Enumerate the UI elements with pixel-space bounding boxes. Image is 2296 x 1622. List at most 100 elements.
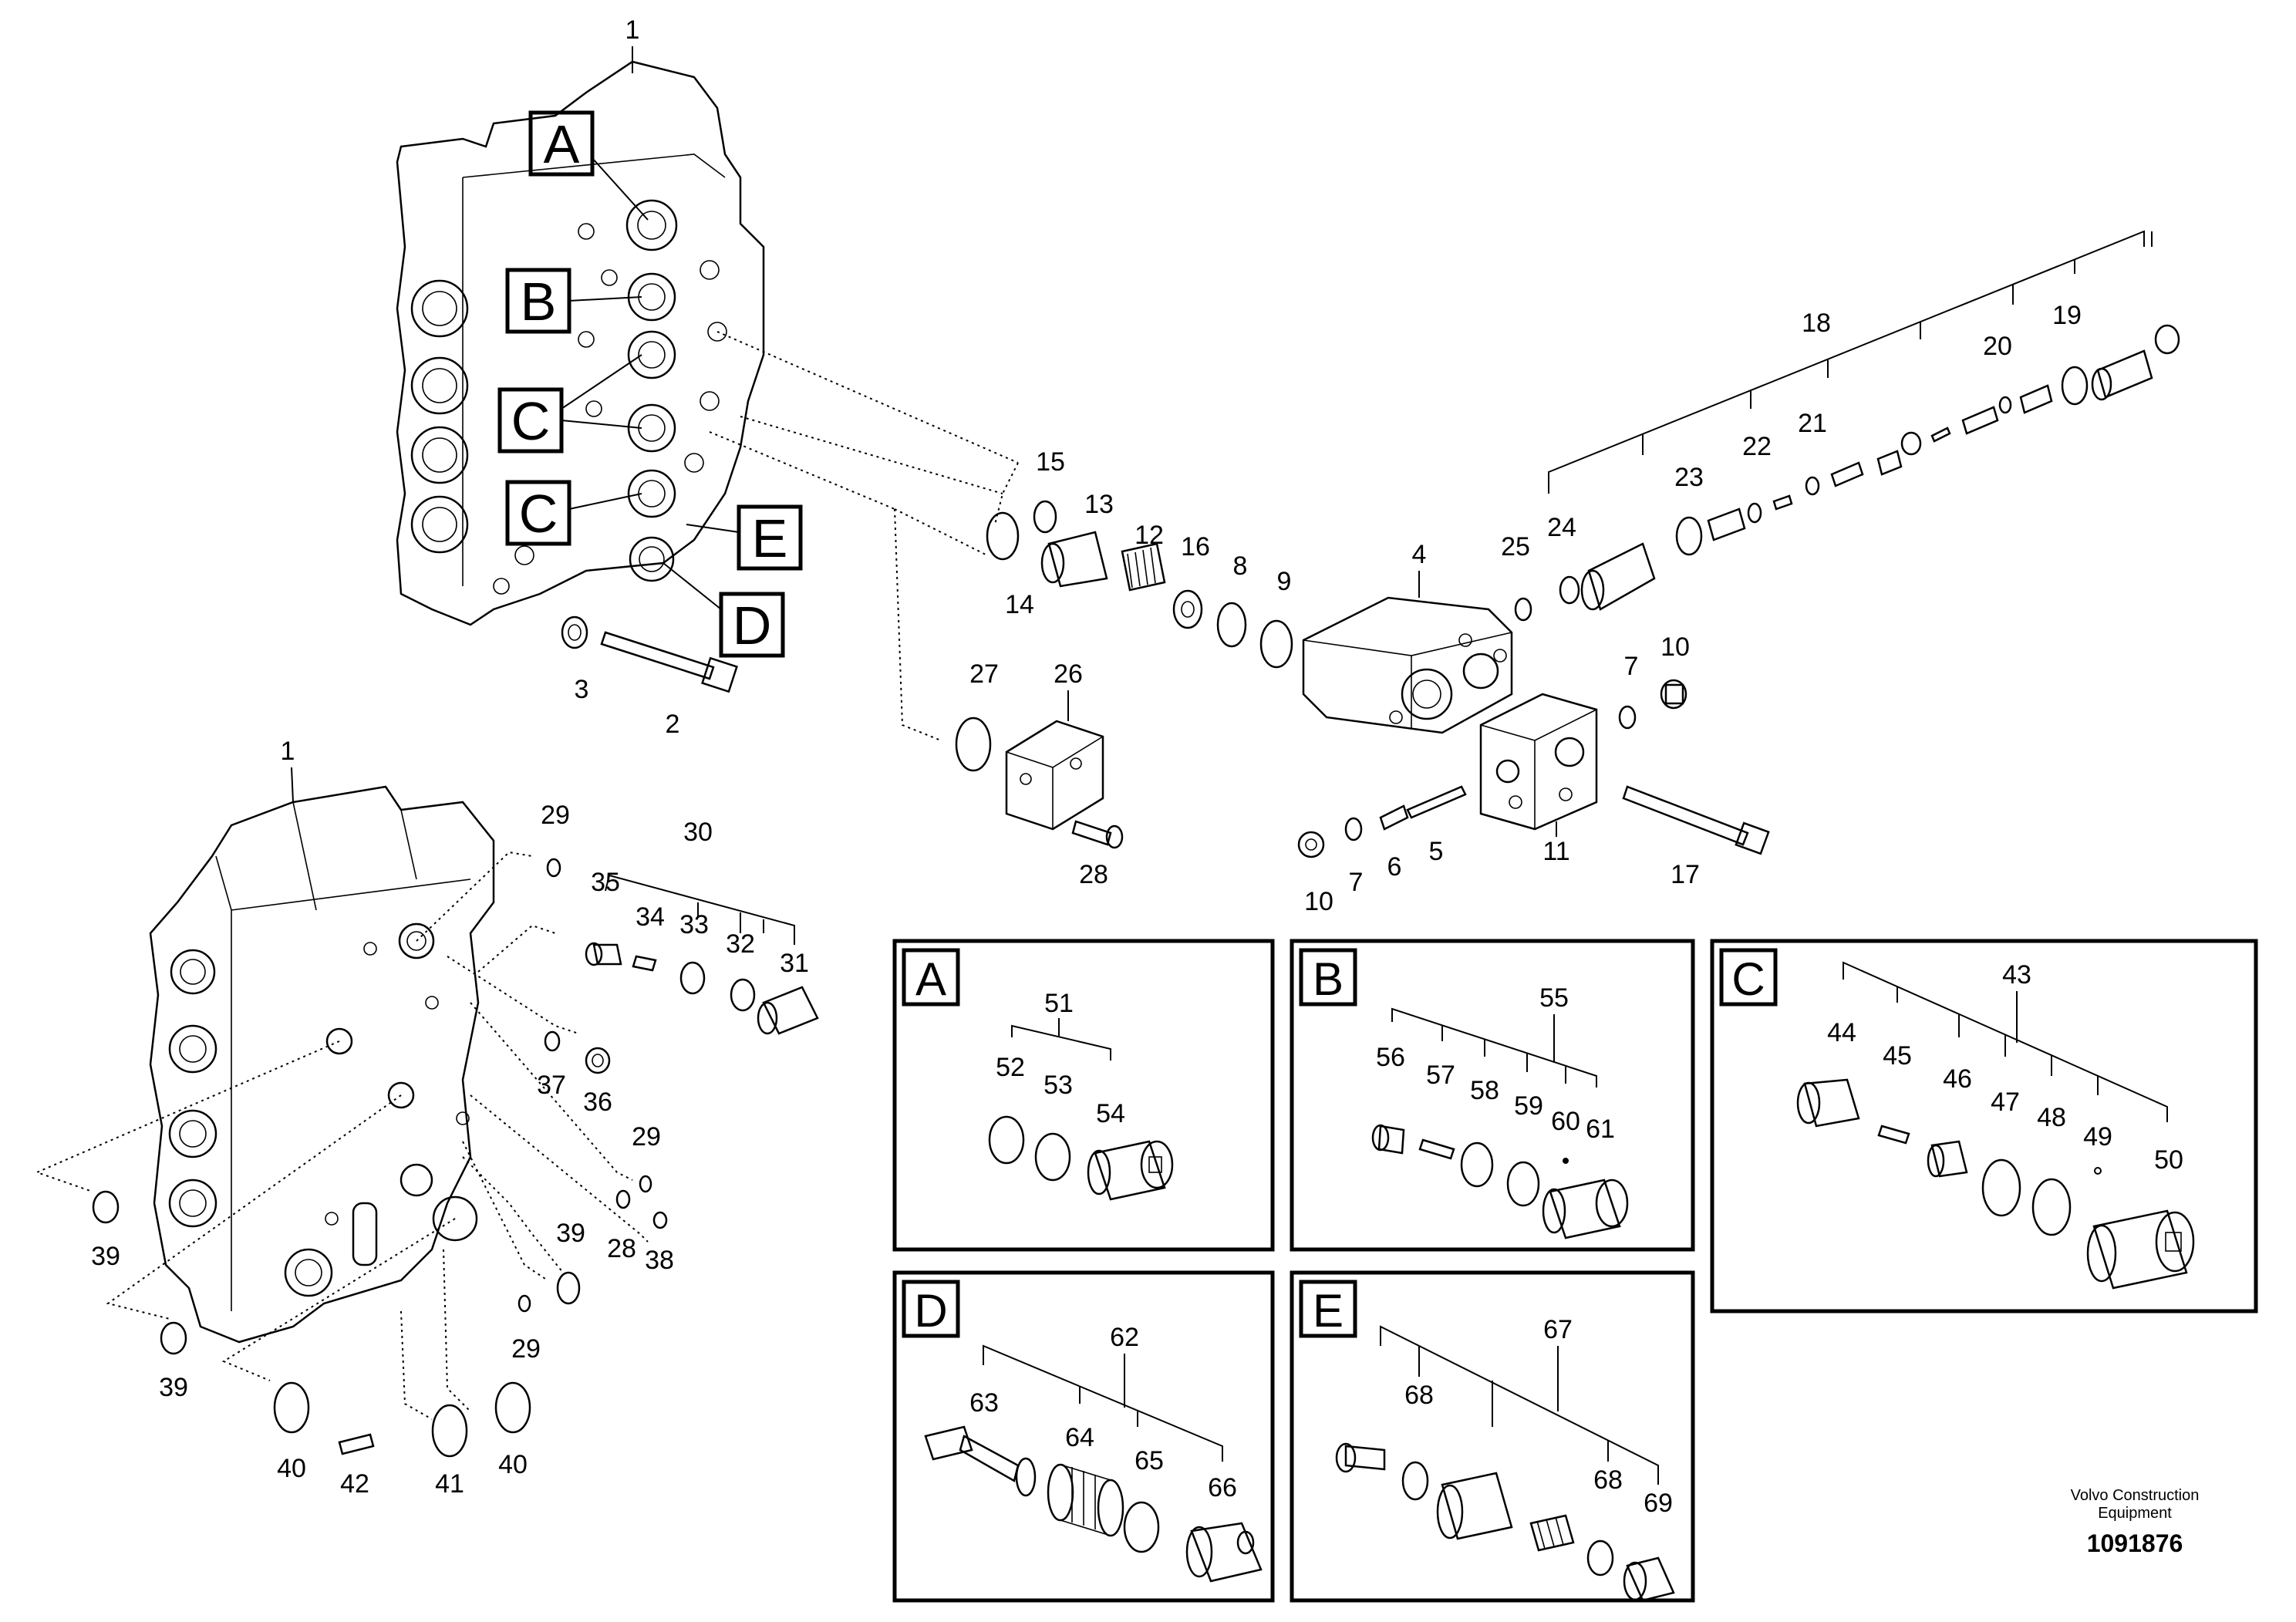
pin-42	[338, 1433, 375, 1455]
callout-18: 18	[1802, 309, 1831, 338]
port-label-C1: C	[497, 354, 642, 454]
callout-63: 63	[969, 1388, 999, 1418]
washer-21	[1900, 431, 1922, 456]
o-ring-29-c	[518, 1294, 531, 1313]
callout-17: 17	[1671, 860, 1700, 889]
svg-text:E: E	[1313, 1285, 1344, 1337]
plug-36	[585, 1047, 611, 1074]
callout-20: 20	[1983, 332, 2012, 361]
ball-60	[1563, 1158, 1569, 1164]
callout-43: 43	[2002, 960, 2031, 990]
callout-53: 53	[1043, 1071, 1073, 1100]
o-ring-24	[1559, 575, 1580, 605]
seat-21	[1876, 450, 1903, 476]
callout-16: 16	[1181, 532, 1210, 561]
cartridge-upper	[1580, 542, 1656, 611]
callout-36: 36	[583, 1088, 612, 1117]
o-ring-29-b	[639, 1175, 652, 1193]
o-ring-25	[1514, 597, 1532, 622]
o-ring-21a	[1747, 502, 1762, 524]
o-ring-40-a	[273, 1381, 310, 1434]
callout-61: 61	[1586, 1114, 1615, 1144]
inset-B: B 55 56 57 58 59 60 61	[1290, 939, 1695, 1252]
callout-54: 54	[1096, 1099, 1125, 1128]
callout-21: 21	[1798, 409, 1827, 438]
callout-50: 50	[2154, 1145, 2183, 1175]
o-ring-20	[1998, 396, 2012, 414]
callout-41: 41	[435, 1469, 464, 1499]
spring-20	[1961, 406, 1999, 435]
piston-13	[1040, 531, 1108, 588]
plug-38	[652, 1211, 668, 1229]
o-ring-7-lower	[1344, 817, 1363, 841]
spool-63	[924, 1425, 1037, 1497]
callout-58: 58	[1470, 1076, 1499, 1105]
callout-30: 30	[683, 818, 713, 847]
svg-text:C: C	[511, 391, 551, 451]
callout-28-upper: 28	[1079, 860, 1108, 889]
svg-text:A: A	[544, 114, 580, 174]
spring-64	[1047, 1463, 1124, 1537]
callout-48: 48	[2037, 1103, 2066, 1132]
washer-3	[561, 615, 588, 649]
poppet-46	[1927, 1140, 1968, 1178]
callout-60: 60	[1551, 1107, 1580, 1136]
o-ring-8	[1216, 602, 1247, 648]
callout-numbers: 1 3 2 15 13 12 16 8 9 14 4 27 26 28 10 7…	[91, 15, 2082, 1499]
callout-59: 59	[1514, 1091, 1543, 1121]
o-ring-27	[955, 717, 992, 772]
inset-A: A 51 52 53 54	[892, 939, 1275, 1252]
callout-26: 26	[1054, 659, 1083, 689]
callout-32: 32	[726, 929, 755, 959]
callout-38: 38	[645, 1246, 674, 1275]
svg-text:C: C	[1731, 953, 1765, 1005]
o-ring-58	[1460, 1141, 1494, 1188]
callout-39-b: 39	[159, 1373, 188, 1402]
callout-34: 34	[636, 902, 665, 932]
callout-67: 67	[1543, 1315, 1573, 1344]
washer-16	[1172, 589, 1203, 629]
o-ring-14	[986, 511, 1020, 561]
o-ring-68-a	[1401, 1461, 1429, 1501]
svg-text:B: B	[521, 271, 557, 332]
callout-51: 51	[1044, 989, 1074, 1018]
credit-block: Volvo Construction Equipment 1091876	[2071, 1487, 2200, 1557]
credit-line-1: Volvo Construction	[2071, 1487, 2200, 1504]
svg-text:B: B	[1313, 953, 1344, 1005]
svg-text:D: D	[733, 595, 772, 656]
port-label-B: B	[505, 268, 642, 334]
poppet-E	[1335, 1442, 1386, 1473]
spring-57	[1418, 1138, 1455, 1160]
cartridge-19	[2091, 349, 2153, 401]
callout-2: 2	[666, 710, 680, 739]
poppet-56	[1371, 1124, 1405, 1155]
callout-19: 19	[2052, 301, 2082, 330]
o-ring-32	[730, 978, 756, 1012]
callout-24: 24	[1547, 513, 1576, 542]
callout-10-lower: 10	[1304, 887, 1333, 916]
o-ring-40-b	[494, 1381, 531, 1434]
callout-55: 55	[1539, 983, 1569, 1013]
svg-text:E: E	[752, 508, 788, 568]
callout-29-b: 29	[632, 1122, 661, 1152]
spring-6	[1379, 804, 1409, 831]
bolt-2	[600, 631, 738, 693]
callout-45: 45	[1883, 1041, 1912, 1071]
callout-52: 52	[996, 1053, 1025, 1082]
callout-5: 5	[1429, 837, 1444, 866]
plug-10-lower	[1297, 831, 1325, 858]
o-ring-29-a	[546, 858, 561, 878]
o-ring-39-b	[160, 1321, 187, 1355]
o-ring-41	[431, 1404, 468, 1458]
callout-23: 23	[1674, 463, 1704, 492]
bracket-30	[605, 874, 795, 945]
poppet-35	[585, 942, 622, 966]
callout-1-upper: 1	[625, 15, 640, 45]
housing-4	[1302, 596, 1513, 734]
callout-28-lower: 28	[607, 1234, 636, 1263]
callout-12: 12	[1135, 521, 1164, 550]
callout-68-a: 68	[1404, 1381, 1434, 1410]
port-label-E: E	[686, 504, 803, 571]
callout-40-b: 40	[498, 1450, 528, 1479]
callout-31: 31	[780, 949, 809, 978]
